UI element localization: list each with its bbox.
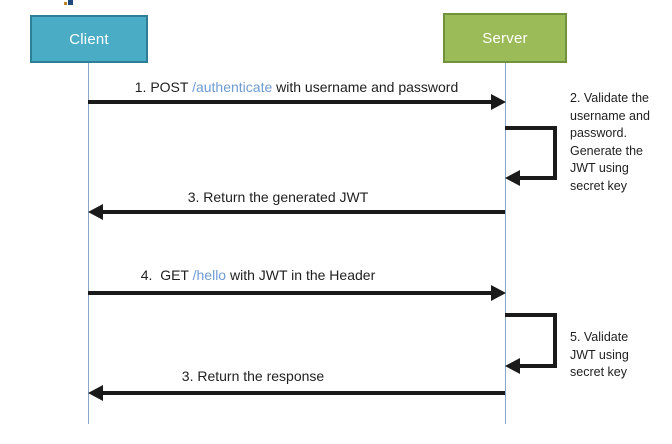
message-6-label: 3. Return the response [181, 368, 325, 384]
server-note-2: 2. Validate the username and password. G… [570, 91, 650, 193]
server-actor-box: Server [443, 13, 567, 63]
self-call-2-loop-top [505, 126, 557, 130]
message-1-suffix: with username and password [272, 79, 459, 95]
message-1-arrowhead-right-icon [491, 94, 506, 110]
message-1-arrow-line [88, 100, 492, 104]
message-4-label: 4. GET /hello with JWT in the Header [88, 267, 428, 284]
message-6-arrowhead-left-icon [88, 385, 103, 401]
self-call-2-loop-bottom [517, 176, 557, 180]
client-actor-box: Client [30, 15, 148, 63]
remnant-mark-navy [68, 0, 73, 5]
client-actor-label: Client [69, 30, 109, 48]
self-call-5-arrowhead-left-icon [505, 358, 520, 374]
message-4-prefix: 4. GET [140, 267, 193, 283]
message-4-suffix: with JWT in the Header [226, 267, 376, 283]
message-3-arrow-line [101, 210, 505, 214]
server-actor-label: Server [482, 29, 528, 47]
self-call-5-loop-top [505, 313, 557, 317]
server-lifeline [505, 63, 506, 424]
message-4-arrow-line [88, 291, 492, 295]
cropped-text-remnant [64, 0, 74, 5]
message-1-prefix: 1. POST [134, 79, 193, 95]
client-lifeline [88, 63, 89, 424]
message-3-arrowhead-left-icon [88, 204, 103, 220]
message-4-endpoint: /hello [192, 267, 227, 283]
message-3-label: 3. Return the generated JWT [187, 189, 369, 205]
message-4-arrowhead-right-icon [491, 285, 506, 301]
message-1-label: 1. POST /authenticate with username and … [88, 79, 505, 96]
self-call-2-arrowhead-left-icon [505, 170, 520, 186]
self-call-5-loop-bottom [517, 364, 557, 368]
server-note-5: 5. Validate JWT using secret key [570, 330, 629, 379]
self-call-5-loop-right [553, 313, 557, 368]
remnant-mark-orange [64, 2, 67, 5]
self-call-2-loop-right [553, 126, 557, 180]
message-6-arrow-line [101, 391, 505, 395]
message-1-endpoint: /authenticate [192, 79, 273, 95]
